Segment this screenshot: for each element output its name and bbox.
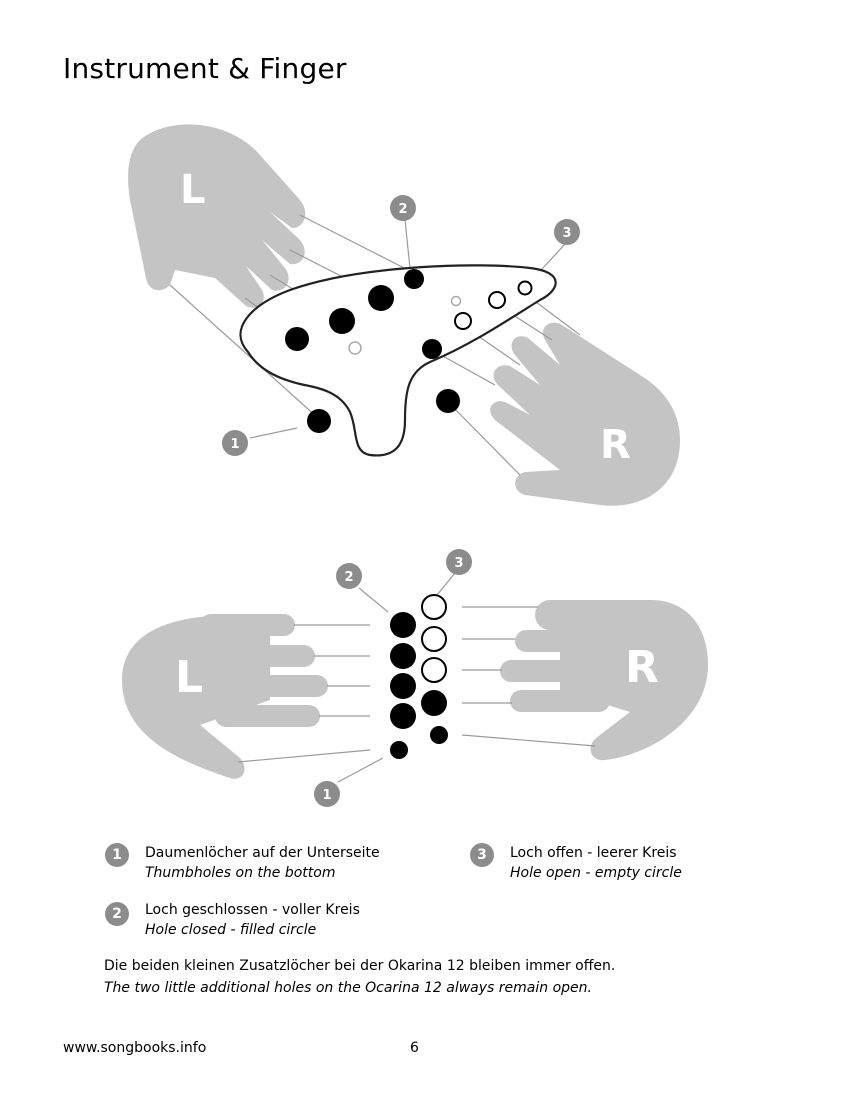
hole-filled	[285, 327, 309, 351]
legend-text-de: Loch offen - leerer Kreis	[510, 845, 677, 861]
note-text-de: Die beiden kleinen Zusatzlöcher bei der …	[104, 958, 616, 974]
legend-text-de: Daumenlöcher auf der Unterseite	[145, 845, 380, 861]
thumbhole-filled	[430, 726, 448, 744]
thumbhole-filled	[390, 741, 408, 759]
legend-badge: 2	[105, 902, 129, 926]
legend-text-de: Loch geschlossen - voller Kreis	[145, 902, 360, 918]
svg-text:2: 2	[398, 202, 407, 217]
hole-filled	[390, 612, 416, 638]
ocarina-holes	[285, 269, 533, 433]
legend-badge: 1	[105, 843, 129, 867]
right-hand-top: R	[490, 322, 680, 506]
hole-open	[421, 657, 447, 683]
hole-open	[517, 280, 533, 296]
hole-filled	[329, 308, 355, 334]
svg-text:1: 1	[322, 788, 331, 803]
hole-open	[421, 594, 447, 620]
left-hand-bottom: L	[122, 614, 328, 779]
legend-text-en: Hole closed - filled circle	[145, 922, 317, 938]
hole-filled	[422, 339, 442, 359]
hand-label-right: R	[600, 422, 631, 468]
svg-text:2: 2	[344, 570, 353, 585]
hole-open	[488, 291, 506, 309]
holes-right-column	[421, 594, 448, 744]
ocarina-fingering-diagram: L R 1	[128, 124, 680, 506]
badge-2-top: 2	[390, 195, 416, 221]
svg-text:3: 3	[562, 226, 571, 241]
page-number: 6	[410, 1040, 419, 1056]
svg-text:1: 1	[230, 437, 239, 452]
legend-text-en: Hole open - empty circle	[510, 865, 682, 881]
small-extra-hole	[348, 341, 362, 355]
footer-url[interactable]: www.songbooks.info	[63, 1040, 207, 1056]
badge-3-top: 3	[554, 219, 580, 245]
hole-filled	[390, 643, 416, 669]
page-title: Instrument & Finger	[63, 52, 347, 85]
ocarina-body	[239, 264, 557, 457]
left-hand-top: L	[128, 124, 306, 308]
holes-left-column	[390, 612, 416, 759]
fingering-schematic: L R	[122, 549, 708, 807]
note: Die beiden kleinen Zusatzlöcher bei der …	[104, 955, 615, 999]
right-hand-bottom: R	[500, 600, 708, 761]
hand-label-left: L	[180, 167, 206, 213]
badge-1-bottom: 1	[314, 781, 340, 807]
thumbhole-filled	[307, 409, 331, 433]
hand-label-left-bottom: L	[175, 652, 203, 703]
small-extra-hole	[450, 295, 462, 307]
hole-open	[454, 312, 472, 330]
legend-text-en: Thumbholes on the bottom	[145, 865, 336, 881]
thumbhole-filled	[436, 389, 460, 413]
badge-1-top: 1	[222, 430, 248, 456]
hole-filled	[390, 673, 416, 699]
hole-open	[421, 626, 447, 652]
badge-2-bottom: 2	[336, 563, 362, 589]
hole-filled	[368, 285, 394, 311]
hand-label-right-bottom: R	[625, 642, 659, 693]
badge-3-bottom: 3	[446, 549, 472, 575]
leader-lines-bottom	[237, 572, 596, 783]
hole-filled	[404, 269, 424, 289]
legend-badge: 3	[470, 843, 494, 867]
hole-filled	[421, 690, 447, 716]
hole-filled	[390, 703, 416, 729]
svg-text:3: 3	[454, 556, 463, 571]
note-text-en: The two little additional holes on the O…	[104, 980, 592, 996]
